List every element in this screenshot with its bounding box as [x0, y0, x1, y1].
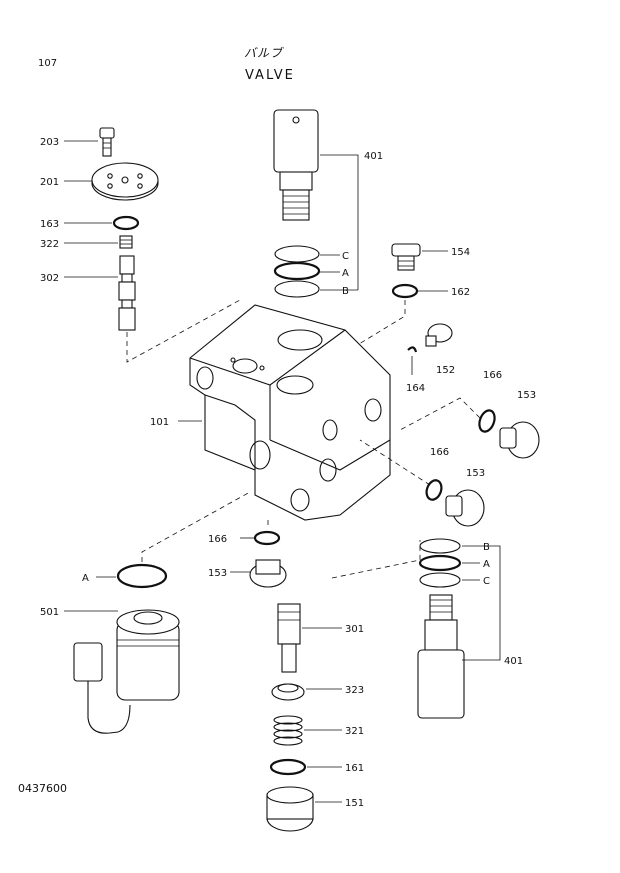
o-ring-a-top: [273, 261, 321, 281]
callout-302: 302: [40, 273, 59, 284]
relief-valve-401-bottom: [417, 594, 465, 719]
plug-151: [266, 786, 314, 832]
cover-201: [91, 162, 159, 201]
o-ring-163: [112, 215, 140, 231]
plug-153-c: [249, 559, 287, 588]
piston-301: [277, 603, 301, 673]
o-ring-166-a: [478, 409, 496, 433]
callout-401-bottom: 401: [504, 656, 523, 667]
solenoid-501: [73, 609, 180, 734]
o-ring-166-c: [253, 530, 281, 546]
plug-322: [119, 235, 133, 249]
callout-166-c: 166: [208, 534, 227, 545]
assembly-line-153-a: [399, 397, 481, 431]
o-ring-166-b: [425, 479, 443, 501]
callout-162: 162: [451, 287, 470, 298]
page-title: VALVE: [245, 68, 295, 83]
bolt-203: [99, 127, 115, 157]
valve-body-101: [189, 304, 391, 521]
plug-153-b: [445, 489, 485, 527]
o-ring-162: [391, 283, 419, 299]
callout-a-left: A: [82, 573, 89, 584]
callout-labels: 203 201 163 322 302 401 C A B 154 162 15…: [40, 137, 536, 809]
assembly-line-302: [126, 299, 241, 363]
callout-b-top: B: [342, 286, 349, 297]
callout-151: 151: [345, 798, 364, 809]
callout-321: 321: [345, 726, 364, 737]
seat-323: [271, 683, 305, 701]
callout-c-bottom: C: [483, 576, 490, 587]
callout-c-top: C: [342, 251, 349, 262]
plug-154: [391, 243, 421, 271]
backup-ring-b-top: [274, 280, 320, 298]
callout-166-a: 166: [483, 370, 502, 381]
callout-b-bottom: B: [483, 542, 490, 553]
callout-163: 163: [40, 219, 59, 230]
callout-322: 322: [40, 239, 59, 250]
callout-203: 203: [40, 137, 59, 148]
o-ring-161: [269, 758, 307, 776]
spring-321: [273, 715, 303, 746]
callout-166-b: 166: [430, 447, 449, 458]
spool-302: [118, 255, 136, 331]
assembly-line-501: [141, 491, 251, 562]
relief-valve-401-top: [273, 109, 319, 221]
callout-501: 501: [40, 607, 59, 618]
document-code: 0437600: [18, 782, 67, 795]
callout-201: 201: [40, 177, 59, 188]
plug-152: [425, 323, 453, 347]
callout-153-a: 153: [517, 390, 536, 401]
backup-ring-c-bottom: [419, 572, 461, 588]
callout-401-top: 401: [364, 151, 383, 162]
callout-164: 164: [406, 383, 425, 394]
backup-ring-c-top: [274, 245, 320, 263]
callout-153-b: 153: [466, 468, 485, 479]
o-ring-a-left: [116, 563, 168, 589]
title-japanese: バルブ: [244, 46, 284, 60]
o-ring-a-bottom: [418, 554, 462, 572]
callout-154: 154: [451, 247, 470, 258]
callout-101: 101: [150, 417, 169, 428]
plug-153-a: [499, 421, 540, 459]
callout-301: 301: [345, 624, 364, 635]
callout-323: 323: [345, 685, 364, 696]
callout-153-c: 153: [208, 568, 227, 579]
assembly-line-401-bottom: [331, 540, 421, 579]
backup-ring-b-bottom: [419, 538, 461, 554]
bracket-401-bottom: [462, 545, 501, 661]
callout-161: 161: [345, 763, 364, 774]
snap-ring-164: [407, 346, 418, 353]
bracket-401-top: [320, 154, 359, 290]
callout-152: 152: [436, 365, 455, 376]
leader-lines: [64, 140, 448, 803]
callout-a-bottom: A: [483, 559, 490, 570]
callout-a-top: A: [342, 268, 349, 279]
assembly-line-153-b: [359, 439, 431, 486]
page-number: 107: [38, 58, 58, 69]
